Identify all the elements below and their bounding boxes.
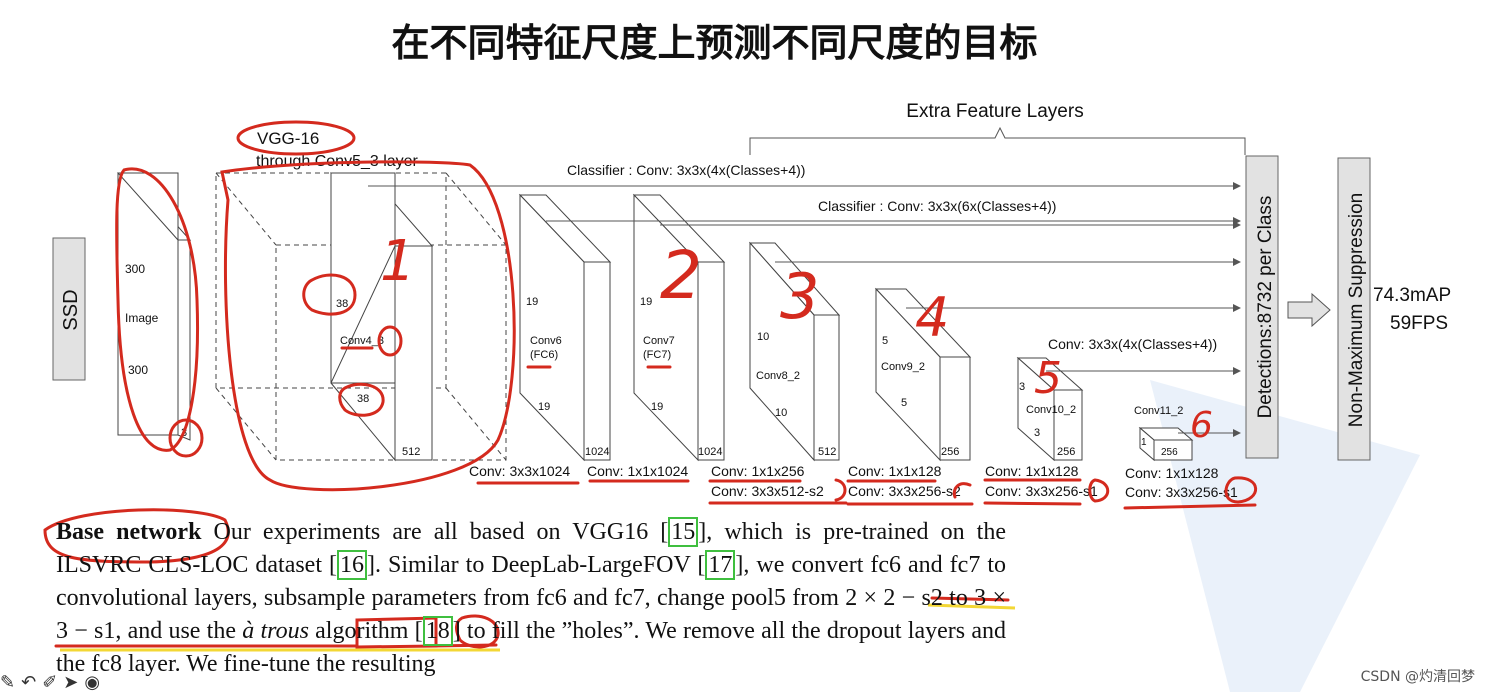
conv6-block <box>518 193 612 462</box>
yellow-highlight-2 <box>927 603 1016 610</box>
paragraph-italic: à trous <box>242 618 309 644</box>
conv6-label2: (FC6) <box>530 349 558 361</box>
detections-box <box>1245 155 1279 459</box>
svg-text:6: 6 <box>1190 405 1213 446</box>
image-width: 300 <box>125 262 145 276</box>
ssd-label: SSD <box>60 289 82 330</box>
image-label: Image <box>125 311 159 325</box>
conv4-label: Conv4_3 <box>340 335 384 347</box>
conv10-label: Conv10_2 <box>1026 404 1076 416</box>
page-title: 在不同特征尺度上预测不同尺度的目标 <box>391 21 1038 65</box>
nms-box <box>1337 157 1371 461</box>
svg-text:5: 5 <box>1034 353 1062 404</box>
nms-label: Non-Maximum Suppression <box>1346 193 1367 427</box>
reference-15[interactable]: 15 <box>668 517 699 547</box>
conv6-channels: 1024 <box>585 446 609 458</box>
paragraph-text-6: ] to fill the ”holes”. We remove all the… <box>56 618 1006 677</box>
conv11-channels: 256 <box>1161 447 1178 458</box>
extra-layers-brace <box>749 126 1246 155</box>
conv7-label2: (FC7) <box>643 349 671 361</box>
conv4-width: 38 <box>336 298 348 310</box>
conv4-channels: 512 <box>402 446 420 458</box>
classifier-1-label: Classifier : Conv: 3x3x(4x(Classes+4)) <box>567 162 805 178</box>
conv10-block <box>1016 356 1084 462</box>
conv9-width: 5 <box>882 335 888 347</box>
svg-text:1: 1 <box>380 229 416 294</box>
result-fps: 59FPS <box>1390 313 1448 334</box>
conv11-width: 1 <box>1141 437 1147 448</box>
pen-icon[interactable]: ✎ <box>0 672 22 693</box>
conv4-height: 38 <box>357 393 369 405</box>
conv10-channels: 256 <box>1057 446 1075 458</box>
conv8-width: 10 <box>757 331 769 343</box>
conv8-op1: Conv: 1x1x256 <box>711 463 805 479</box>
classifier-arrows <box>368 182 1241 437</box>
conv9-height: 5 <box>901 397 907 409</box>
paragraph-text-5: algorithm [ <box>308 618 423 644</box>
toolbar-icons[interactable]: ✎↶✐➤◉ <box>0 672 106 693</box>
paragraph-text-4: ], we convert fc6 and fc7 to convolution… <box>56 552 1007 644</box>
brush-icon[interactable]: ✐ <box>42 672 64 693</box>
reference-16[interactable]: 16 <box>337 550 368 580</box>
conv11-op2: Conv: 3x3x256-s1 <box>1125 484 1238 500</box>
conv9-label: Conv9_2 <box>881 361 925 373</box>
conv8-height: 10 <box>775 407 787 419</box>
conv10-op1: Conv: 1x1x128 <box>985 463 1079 479</box>
conv6-height: 19 <box>538 401 550 413</box>
image-height: 300 <box>128 363 148 377</box>
classifier-2-label: Classifier : Conv: 3x3x(6x(Classes+4)) <box>818 198 1056 214</box>
conv7-height: 19 <box>651 401 663 413</box>
conv11-label: Conv11_2 <box>1134 405 1183 417</box>
vgg-block <box>215 172 507 461</box>
paragraph-text-1: Our experiments are all based on VGG16 [ <box>201 519 669 545</box>
conv8-label: Conv8_2 <box>756 370 800 382</box>
paragraph-text-3: ]. Similar to DeepLab-LargeFOV [ <box>367 552 706 578</box>
conv7-op: Conv: 1x1x1024 <box>587 463 688 479</box>
paragraph-bold: Base network <box>56 519 202 545</box>
vgg-name: VGG-16 <box>257 129 319 148</box>
undo-icon[interactable]: ↶ <box>21 672 43 693</box>
red-annotations <box>43 120 1258 649</box>
conv7-block <box>632 193 726 462</box>
conv8-channels: 512 <box>818 446 836 458</box>
conv6-op: Conv: 3x3x1024 <box>469 463 570 479</box>
conv8-op2: Conv: 3x3x512-s2 <box>711 483 824 499</box>
conv10-height: 3 <box>1034 427 1040 439</box>
result-map: 74.3mAP <box>1373 285 1451 306</box>
reference-17[interactable]: 17 <box>705 550 736 580</box>
ssd-box <box>52 237 86 381</box>
arrow-icon[interactable]: ➤ <box>63 672 85 693</box>
svg-text:2: 2 <box>660 237 702 314</box>
conv7-label1: Conv7 <box>643 335 675 347</box>
conv9-op2: Conv: 3x3x256-s2 <box>848 483 961 499</box>
pin-icon[interactable]: ◉ <box>84 672 107 693</box>
conv10-width: 3 <box>1019 381 1025 393</box>
conv6-width: 19 <box>526 296 538 308</box>
conv10-op2: Conv: 3x3x256-s1 <box>985 483 1098 499</box>
conv11-op1: Conv: 1x1x128 <box>1125 465 1219 481</box>
svg-text:3: 3 <box>780 260 819 333</box>
conv4-block <box>329 172 434 462</box>
extra-layers-label: Extra Feature Layers <box>906 101 1083 122</box>
nms-arrow <box>1287 292 1331 328</box>
conv9-op1: Conv: 1x1x128 <box>848 463 942 479</box>
conv8-block <box>748 241 841 462</box>
svg-text:4: 4 <box>915 286 949 349</box>
conv7-channels: 1024 <box>698 446 722 458</box>
conv11-block <box>1138 426 1194 462</box>
base-network-paragraph: Base network Our experiments are all bas… <box>56 516 1006 681</box>
conv9-block <box>874 287 972 462</box>
conv6-label1: Conv6 <box>530 335 562 347</box>
reference-18[interactable]: 18 <box>422 616 453 646</box>
watermark: CSDN @灼清回梦 <box>1360 669 1475 685</box>
conv9-channels: 256 <box>941 446 959 458</box>
conv7-width: 19 <box>640 296 652 308</box>
classifier-3-label: Conv: 3x3x(4x(Classes+4)) <box>1048 336 1217 352</box>
handwritten-numbers: 1 2 3 4 5 6 <box>380 229 1213 446</box>
detections-label: Detections:8732 per Class <box>1255 196 1276 419</box>
paragraph-text-2: ], which is pre-trained on the ILSVRC CL… <box>56 519 1006 578</box>
